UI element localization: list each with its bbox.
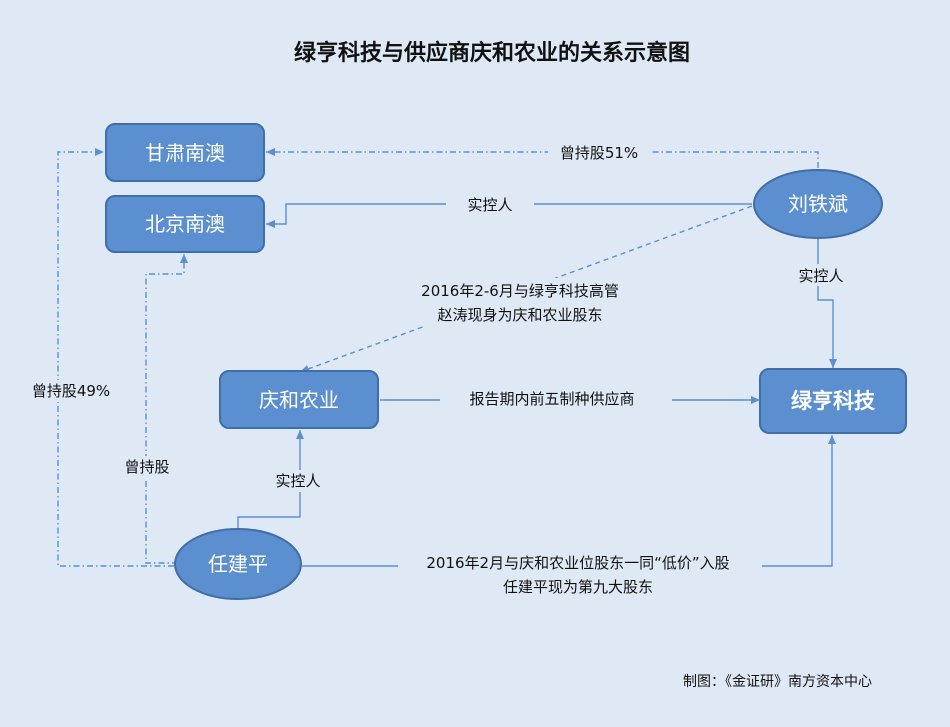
node-ren-jianping: 任建平 (174, 528, 302, 600)
edge-label-liu-to-lvheng: 实控人 (798, 267, 843, 285)
edge-liu-to-gansu (266, 148, 819, 168)
edge-label-ren-to-qinghe: 实控人 (275, 472, 320, 490)
edge-ren-to-beijing (145, 254, 188, 564)
label-bg (398, 550, 762, 596)
label-bg (548, 142, 650, 162)
edge-label-liu-to-qinghe-line2: 赵涛现身为庆和农业股东 (437, 306, 602, 324)
label-bg (262, 470, 334, 492)
edge-label-ren-to-lvheng-line2: 任建平现为第九大股东 (503, 578, 653, 596)
edge-liu-to-lvheng (817, 236, 837, 368)
label-bg (24, 380, 118, 402)
edge-ren-to-gansu (57, 148, 174, 567)
edge-label-liu-to-beijing: 实控人 (467, 196, 512, 214)
node-label-ren-jianping: 任建平 (208, 552, 268, 576)
node-gansu-nanao: 甘肃南澳 (105, 123, 265, 182)
edge-ren-to-lvheng (302, 435, 836, 567)
node-label-qinghe-nongye: 庆和农业 (259, 388, 339, 412)
label-bg (404, 278, 636, 326)
edge-label-ren-to-beijing: 曾持股 (124, 458, 169, 476)
label-bg (440, 388, 672, 410)
node-label-lvheng-keji: 绿亨科技 (791, 389, 876, 413)
node-lvheng-keji: 绿亨科技 (759, 368, 907, 434)
node-label-beijing-nanao: 北京南澳 (145, 212, 225, 236)
edge-label-ren-to-lvheng-line1: 2016年2月与庆和农业位股东一同“低价”入股 (426, 554, 729, 572)
label-bg (116, 456, 178, 478)
label-bg (446, 194, 534, 216)
node-label-gansu-nanao: 甘肃南澳 (145, 141, 225, 165)
edge-label-qinghe-to-lvheng: 报告期内前五制种供应商 (469, 390, 634, 408)
diagram-title: 绿亨科技与供应商庆和农业的关系示意图 (294, 40, 690, 66)
credit-text: 制图：《金证研》南方资本中心 (683, 674, 872, 690)
node-beijing-nanao: 北京南澳 (105, 195, 265, 253)
node-label-liu-tiebin: 刘铁斌 (788, 192, 848, 216)
edge-label-liu-to-gansu: 曾持股51% (560, 144, 638, 162)
edge-label-ren-to-gansu: 曾持股49% (32, 382, 110, 400)
node-liu-tiebin: 刘铁斌 (753, 169, 883, 239)
node-qinghe-nongye: 庆和农业 (219, 370, 379, 429)
edge-label-liu-to-qinghe-line1: 2016年2-6月与绿亨科技高管 (421, 282, 619, 300)
label-bg (790, 264, 852, 286)
